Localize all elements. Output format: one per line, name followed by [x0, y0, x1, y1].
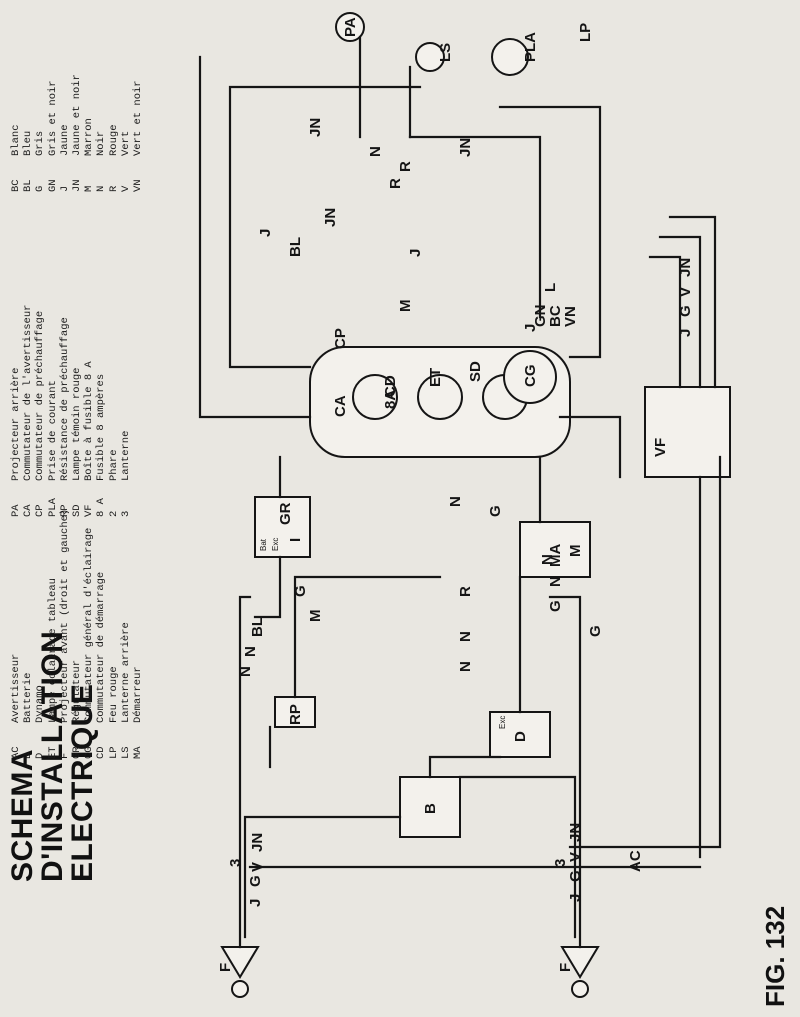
components: [220, 12, 731, 998]
wire-color-label: N: [457, 631, 474, 642]
wire-color-label: I: [287, 538, 304, 542]
wire-color-label: 3: [227, 859, 244, 867]
label-ac: AC: [627, 850, 644, 872]
wire-color-label: G: [587, 625, 604, 637]
wire-color-label: J: [257, 229, 274, 237]
wire-color-label: JN: [567, 823, 584, 842]
wire-color-label: R: [397, 161, 414, 172]
label-d-exc: Exc: [498, 716, 507, 729]
wire-color-label: J: [567, 894, 584, 902]
wire-color-label: BC: [547, 305, 564, 327]
wire-color-label: N: [547, 576, 564, 587]
wire-labels: NNBLGMNNMJBLJNJNNRRJMJNJGNBCVNJGVJNJGVJN…: [227, 118, 694, 907]
wire-color-label: R: [457, 586, 474, 597]
wire-color-label: L: [542, 283, 559, 292]
label-f-left: F: [217, 963, 234, 972]
label-gr: GR: [277, 502, 294, 525]
wire-color-label: G: [247, 875, 264, 887]
wire-color-label: JN: [457, 138, 474, 157]
wire-color-label: J: [247, 899, 264, 907]
wire-color-label: N: [242, 646, 259, 657]
label-rp: RP: [287, 704, 304, 725]
rear-projector: [335, 12, 365, 42]
wire-color-label: N: [539, 554, 556, 565]
label-et: ET: [427, 368, 444, 387]
label-ma: MA: [547, 544, 564, 567]
wire-color-label: 3: [552, 859, 569, 867]
wire-color-label: G: [567, 870, 584, 882]
label-b: B: [422, 803, 439, 814]
wire-color-label: JN: [322, 208, 339, 227]
gauge-1: [352, 374, 398, 420]
label-d: D: [512, 731, 529, 742]
wire-color-label: N: [457, 661, 474, 672]
wire-color-label: R: [387, 178, 404, 189]
label-lp: LP: [577, 23, 594, 42]
label-vf: VF: [652, 438, 669, 457]
wire-color-label: G: [677, 305, 694, 317]
wire-color-label: M: [307, 610, 324, 623]
label-fuse: 8A: [382, 390, 399, 409]
lighting-switch: [503, 350, 557, 404]
label-ca: CA: [332, 395, 349, 417]
component-labels: AC B D Exc F F RP MA GR Bat Exc CA CP CD…: [217, 17, 669, 972]
socket: [491, 38, 529, 76]
headlamp-left: [220, 946, 260, 998]
wire-color-label: BL: [249, 617, 266, 637]
wire-color-label: V: [567, 852, 584, 862]
wire-color-label: N: [237, 666, 254, 677]
headlamp-right: [560, 946, 600, 998]
label-gr-bat: Bat: [259, 538, 268, 551]
rear-lamp: [415, 42, 445, 72]
wire-color-label: BL: [287, 237, 304, 257]
wire-color-label: G: [547, 600, 564, 612]
wire-color-label: J: [677, 329, 694, 337]
label-pla: PLA: [522, 32, 539, 62]
wire-color-label: V: [677, 287, 694, 297]
wire-color-label: M: [567, 545, 584, 558]
wire-color-label: N: [367, 146, 384, 157]
wire-color-label: J: [407, 249, 424, 257]
wire-color-label: JN: [249, 833, 266, 852]
label-cd: CD: [382, 375, 399, 397]
wire-color-label: V: [249, 862, 266, 872]
label-cg: CG: [522, 365, 539, 388]
label-cp: CP: [332, 328, 349, 349]
label-sd: SD: [467, 361, 484, 382]
starter-box: [519, 521, 591, 578]
wire-color-label: GN: [532, 305, 549, 328]
label-gr-exc: Exc: [271, 538, 280, 551]
label-ls: LS: [437, 43, 454, 62]
wire-color-label: N: [447, 496, 464, 507]
label-pa: PA: [342, 17, 359, 37]
wire-color-label: G: [292, 585, 309, 597]
wire-color-label: M: [397, 300, 414, 313]
wire-color-label: J: [522, 324, 539, 332]
label-f-right: F: [557, 963, 574, 972]
wire-color-label: VN: [562, 306, 579, 327]
wires: [198, 35, 722, 949]
wire-color-label: G: [487, 505, 504, 517]
wire-color-label: JN: [307, 118, 324, 137]
wire-color-label: JN: [677, 258, 694, 277]
gauge-2: [417, 374, 463, 420]
regulator-box: [254, 496, 311, 558]
fuse-box: [644, 386, 731, 478]
